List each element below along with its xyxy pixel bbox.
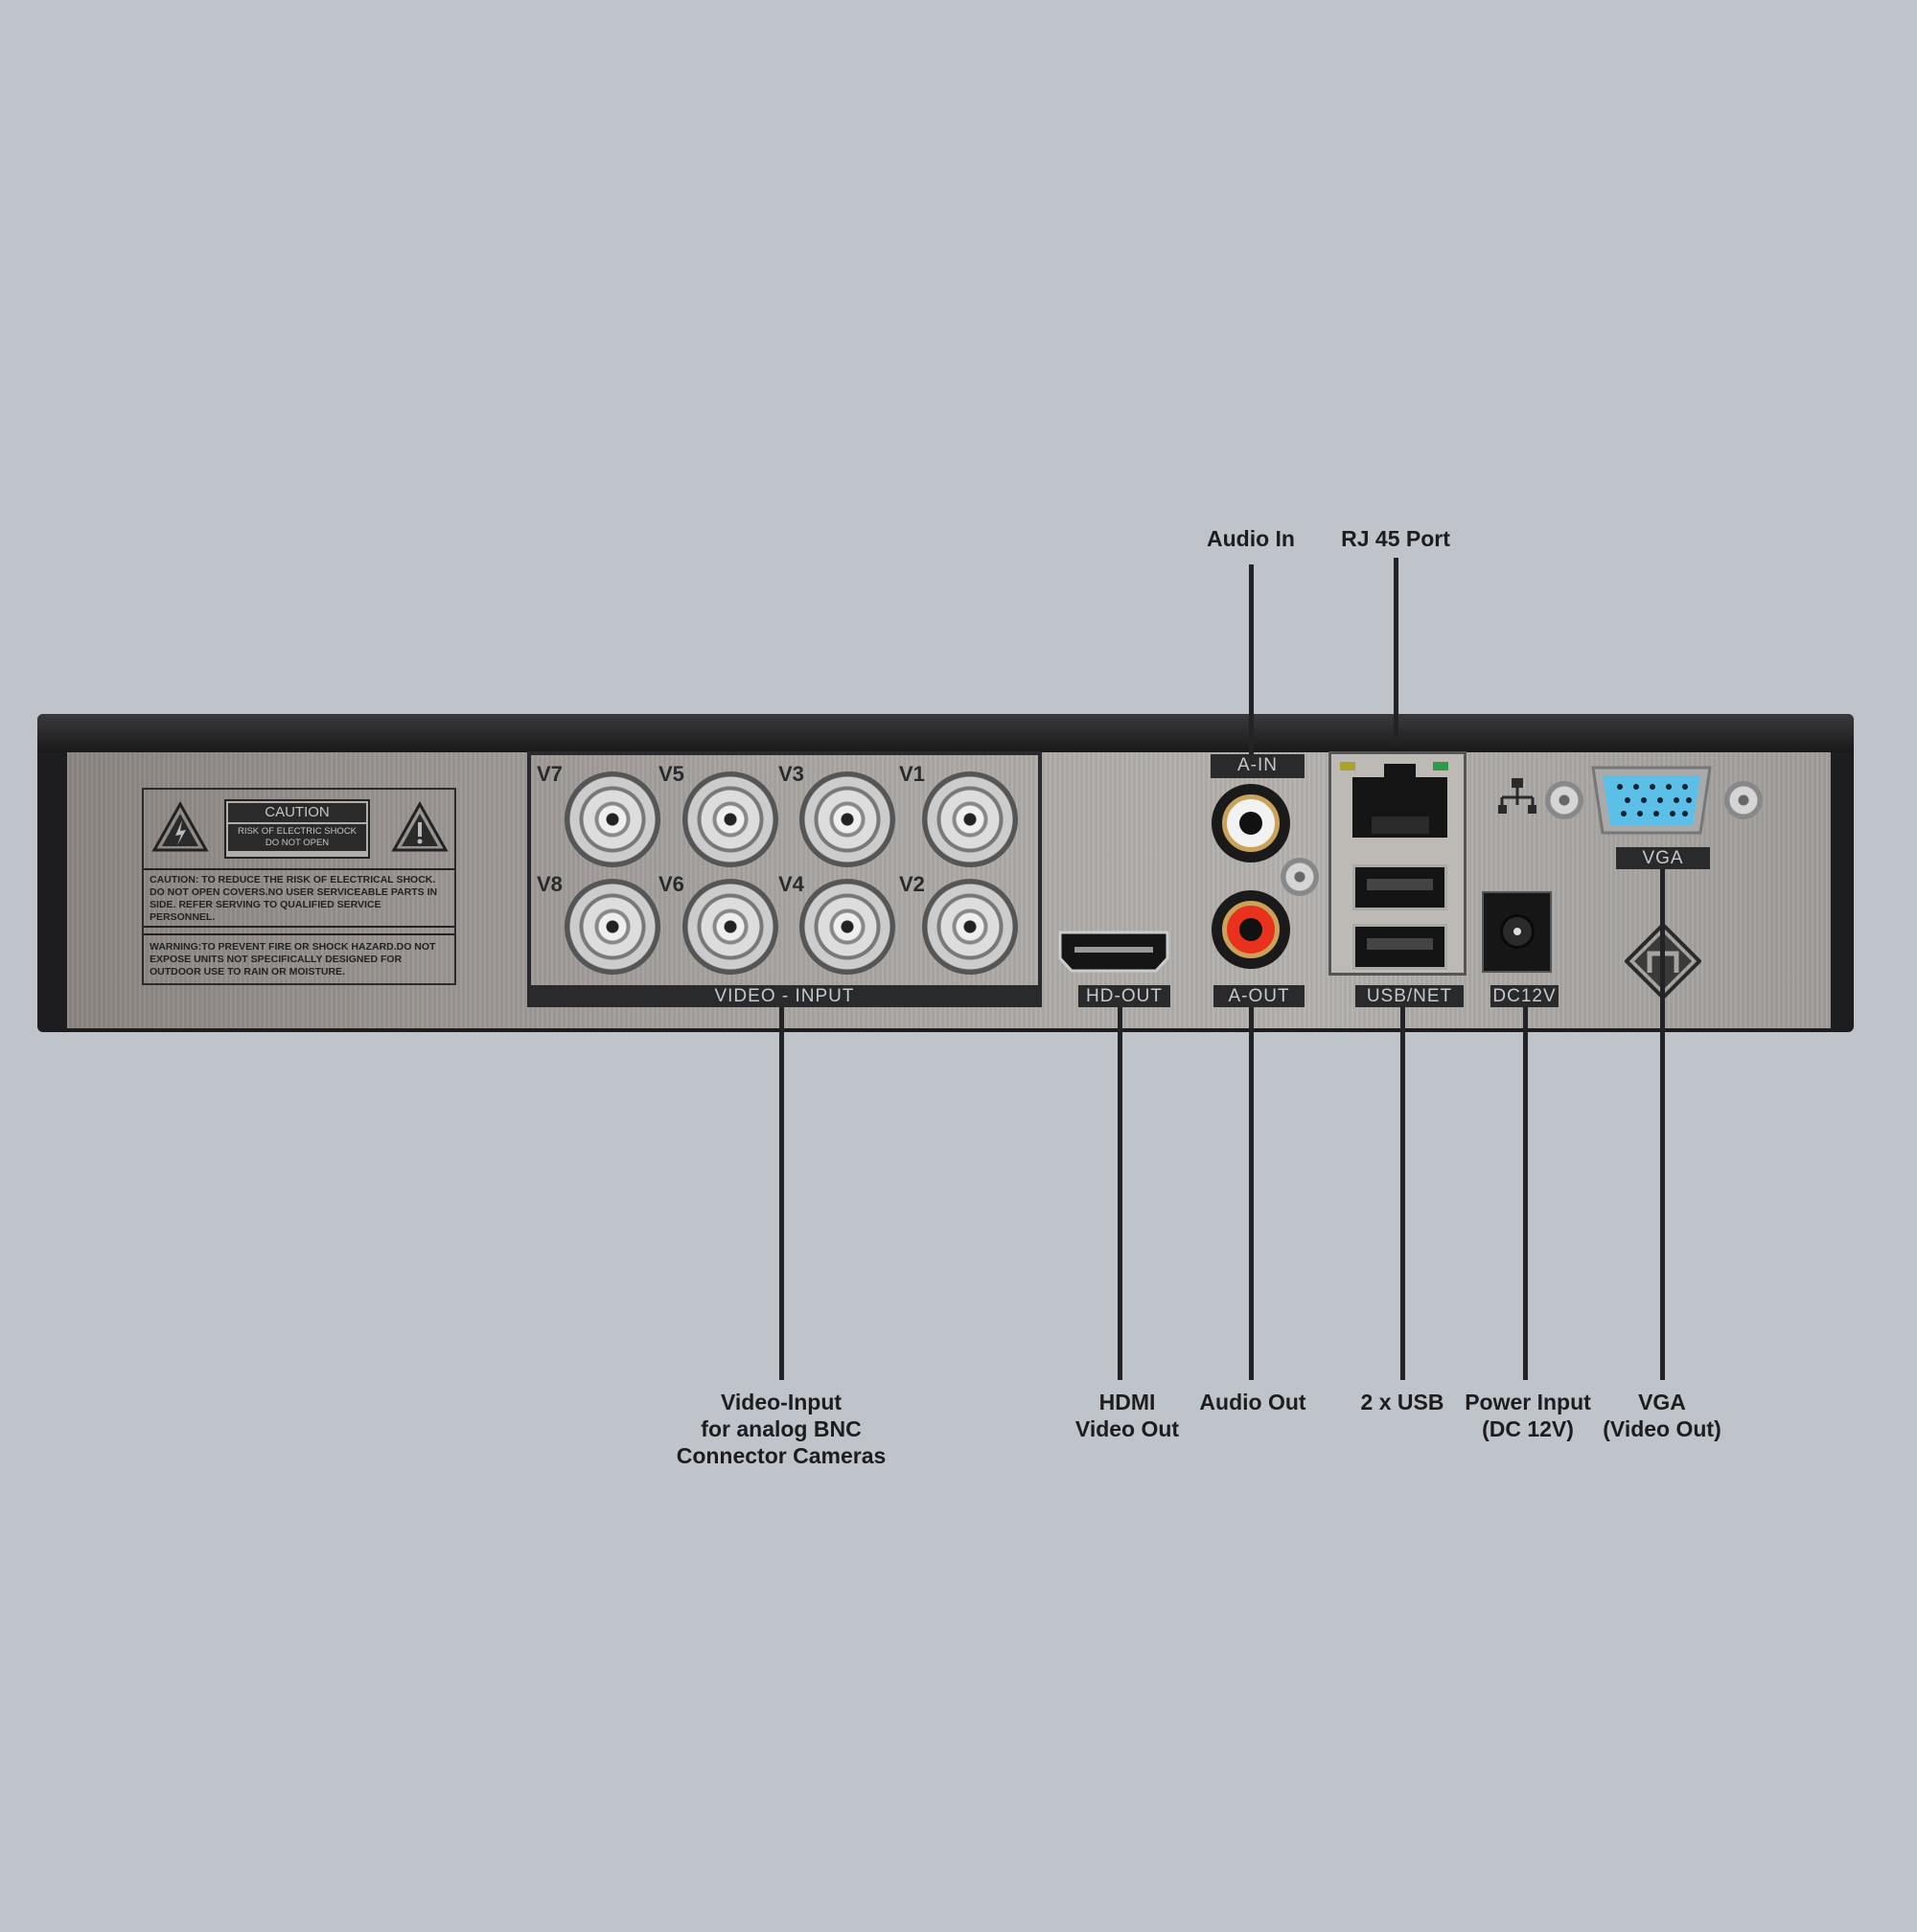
- audio-in-rca-jack: [1212, 784, 1290, 862]
- annotation-vga-line2: (Video Out): [1603, 1416, 1721, 1441]
- annotation-audio-out: Audio Out: [1199, 1390, 1306, 1414]
- rj45-port-icon: [1352, 764, 1447, 838]
- hdmi-port-icon: [1058, 931, 1169, 973]
- rj45-leader-line: [1394, 558, 1398, 746]
- vga-port-icon: [1591, 766, 1712, 835]
- bnc-connector-v2: [922, 879, 1018, 975]
- annotation-rj45: RJ 45 Port: [1341, 526, 1450, 551]
- vga-leader-line: [1660, 869, 1665, 1380]
- channel-label-v7: V7: [537, 762, 563, 786]
- caution-subtitle-1: RISK OF ELECTRIC SHOCK: [237, 826, 358, 837]
- network-icon: [1498, 778, 1536, 814]
- audio-in-leader-line: [1249, 564, 1254, 754]
- video-input-label: VIDEO - INPUT: [527, 985, 1042, 1007]
- vga-screw-right: [1724, 781, 1763, 819]
- caution-subtitle-2: DO NOT OPEN: [265, 838, 330, 848]
- bnc-connector-v5: [682, 771, 778, 867]
- annotation-audio-in: Audio In: [1207, 526, 1295, 551]
- annotation-power-line1: Power Input: [1465, 1390, 1591, 1414]
- annotation-video-input: Video-Input for analog BNC Connector Cam…: [677, 1389, 887, 1469]
- channel-label-v4: V4: [778, 872, 804, 896]
- annotation-vga-line1: VGA: [1638, 1390, 1686, 1414]
- a-in-label: A-IN: [1211, 754, 1305, 778]
- channel-label-v1: V1: [899, 762, 925, 786]
- annotation-power-line2: (DC 12V): [1482, 1416, 1574, 1441]
- video-input-leader-line: [779, 1007, 784, 1380]
- annotation-hdmi-line2: Video Out: [1074, 1416, 1180, 1441]
- channel-label-v6: V6: [658, 872, 684, 896]
- bnc-connector-v6: [682, 879, 778, 975]
- power-leader-line: [1523, 1007, 1528, 1380]
- led-right-icon: [1433, 762, 1448, 770]
- annotation-video-input-line2: for analog BNC: [701, 1416, 862, 1441]
- exclamation-warning-icon: [391, 801, 449, 852]
- channel-label-v2: V2: [899, 872, 925, 896]
- usb-port-2: [1352, 924, 1447, 970]
- screw-icon: [1281, 858, 1319, 896]
- hd-out-label: HD-OUT: [1078, 985, 1170, 1007]
- a-out-label: A-OUT: [1213, 985, 1305, 1007]
- vga-screw-left: [1545, 781, 1583, 819]
- vga-label: VGA: [1616, 847, 1710, 869]
- caution-text: CAUTION: TO REDUCE THE RISK OF ELECTRICA…: [144, 868, 454, 928]
- annotation-usb: 2 x USB: [1360, 1390, 1444, 1414]
- led-left-icon: [1340, 762, 1355, 770]
- caution-box: CAUTION RISK OF ELECTRIC SHOCK DO NOT OP…: [224, 799, 370, 859]
- annotation-hdmi-line1: HDMI: [1098, 1390, 1156, 1414]
- dvr-top-edge: [37, 714, 1854, 752]
- audio-out-rca-jack: [1212, 890, 1290, 969]
- audio-out-leader-line: [1249, 1007, 1254, 1380]
- usb-leader-line: [1400, 1007, 1405, 1380]
- caution-label: CAUTION RISK OF ELECTRIC SHOCK DO NOT OP…: [142, 788, 456, 985]
- annotation-power: Power Input (DC 12V): [1465, 1389, 1591, 1442]
- bnc-connector-v1: [922, 771, 1018, 867]
- usb-net-label: USB/NET: [1355, 985, 1464, 1007]
- annotation-video-input-line3: Connector Cameras: [676, 1443, 887, 1468]
- bnc-connector-v4: [799, 879, 895, 975]
- caution-title: CAUTION: [228, 803, 366, 822]
- hdmi-leader-line: [1118, 1007, 1122, 1380]
- dc-power-jack: [1482, 891, 1552, 973]
- bnc-connector-v3: [799, 771, 895, 867]
- channel-label-v5: V5: [658, 762, 684, 786]
- bnc-connector-v7: [565, 771, 660, 867]
- dc12v-label: DC12V: [1490, 985, 1559, 1007]
- usb-port-1: [1352, 864, 1447, 910]
- channel-label-v3: V3: [778, 762, 804, 786]
- channel-label-v8: V8: [537, 872, 563, 896]
- bnc-connector-v8: [565, 879, 660, 975]
- annotation-video-input-line1: Video-Input: [720, 1390, 843, 1414]
- annotation-vga: VGA (Video Out): [1603, 1389, 1721, 1442]
- warning-text: WARNING:TO PREVENT FIRE OR SHOCK HAZARD.…: [144, 933, 454, 983]
- annotation-hdmi: HDMI Video Out: [1075, 1389, 1179, 1442]
- electric-shock-warning-icon: [151, 801, 209, 852]
